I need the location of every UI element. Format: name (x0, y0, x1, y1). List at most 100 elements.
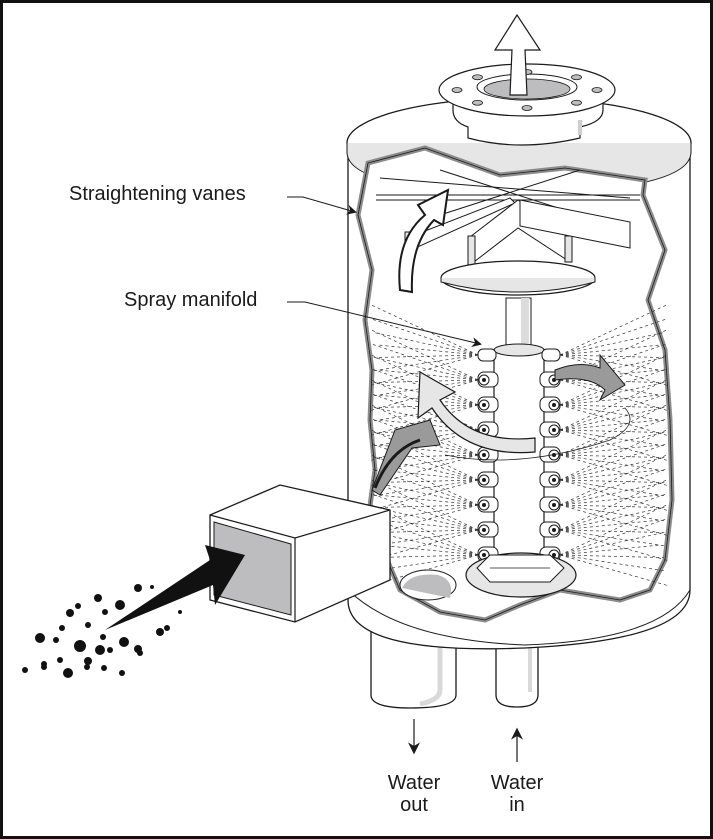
spray-line (559, 379, 668, 431)
particle (74, 640, 86, 652)
particle (119, 670, 125, 676)
spray-line (559, 504, 668, 536)
particle (59, 625, 65, 631)
spray-line (370, 454, 479, 506)
spray-line (559, 344, 661, 356)
spray-line (559, 504, 665, 508)
straightening-vanes-label: Straightening vanes (69, 183, 246, 205)
spray-line (559, 354, 667, 372)
nozzle-hole (482, 503, 486, 507)
particle (134, 584, 142, 592)
particle (35, 633, 45, 643)
nozzle-hole (552, 503, 556, 507)
spray-line (373, 554, 479, 558)
particle (100, 634, 106, 640)
spray-line (370, 429, 479, 481)
particle (84, 657, 92, 665)
particle (75, 603, 81, 609)
swirl-arrow-large (417, 370, 536, 454)
spray-line (559, 479, 668, 531)
nozzle-hole (482, 478, 486, 482)
nozzle-hole (552, 528, 556, 532)
spray-line (559, 554, 667, 572)
spray-line (559, 419, 661, 431)
particle (137, 650, 143, 656)
particle (101, 665, 107, 671)
particle (102, 609, 108, 615)
spray-line (559, 554, 665, 558)
swirl-arrow-right (554, 353, 626, 402)
spray-line (559, 418, 667, 456)
spray-line (370, 504, 479, 556)
particle (53, 637, 59, 643)
spray-line (373, 354, 479, 358)
inlet-swirl-arrow (371, 419, 441, 496)
spray-line (559, 518, 667, 556)
spray-line (373, 429, 479, 433)
nozzle-hole (482, 403, 486, 407)
water-in-label: Water in (477, 772, 557, 816)
particle (156, 628, 164, 636)
spray-line (370, 329, 479, 381)
spray-line (377, 544, 479, 556)
spray-line (559, 443, 667, 481)
particle (66, 609, 74, 617)
nozzle-hole (482, 453, 486, 457)
bolt-hole (571, 99, 582, 106)
spray-line (559, 454, 668, 486)
spray-line (559, 393, 667, 431)
particle (150, 585, 154, 589)
spray-line (373, 529, 479, 533)
nozzle-hole (552, 478, 556, 482)
spray-line (559, 379, 665, 383)
water-out-label-line1: Water (387, 772, 441, 794)
spray-line (371, 343, 479, 381)
nozzle-hole (482, 428, 486, 432)
particle (22, 667, 28, 673)
spray-line (559, 504, 667, 522)
particle (57, 657, 63, 663)
spray-line (559, 529, 667, 547)
particle (107, 647, 113, 653)
spray-line (370, 304, 479, 356)
particle (63, 668, 73, 678)
water-in-pipe (495, 630, 539, 708)
spray-line (370, 354, 479, 406)
spray-line (559, 454, 667, 472)
particle (94, 594, 102, 602)
particle (85, 622, 91, 628)
bolt-hole (571, 74, 582, 81)
drain-opening (399, 569, 457, 601)
spray-line (559, 429, 668, 481)
straightening-vanes (376, 169, 640, 267)
spray-manifold-pipe (477, 343, 561, 566)
spray-line (559, 404, 665, 408)
particle (119, 637, 129, 647)
bolt-hole (521, 105, 533, 111)
spray-line (370, 504, 479, 536)
spray-manifold-label: Spray manifold (124, 289, 258, 311)
nozzle (477, 348, 497, 362)
spray-line (559, 529, 665, 533)
straightening-vanes-leader (287, 196, 357, 215)
spray-line (559, 354, 668, 406)
inlet-gas-arrow (105, 545, 245, 630)
swirl-ellipse (444, 407, 631, 461)
spray-line (370, 479, 479, 531)
spray-line (559, 454, 668, 506)
spray-line (373, 379, 479, 383)
nozzle-hole (482, 553, 486, 557)
spray-line (559, 479, 667, 497)
spray-line (370, 404, 479, 456)
spray-line (559, 493, 667, 531)
spray-line (559, 479, 668, 511)
spray-line (371, 493, 479, 531)
nozzle-hole (482, 528, 486, 532)
spray-line (559, 404, 668, 456)
spray-line (371, 443, 479, 481)
particle (178, 610, 182, 614)
bolt-hole (472, 99, 483, 106)
bolt-hole (472, 74, 483, 81)
spray-line (371, 318, 479, 356)
